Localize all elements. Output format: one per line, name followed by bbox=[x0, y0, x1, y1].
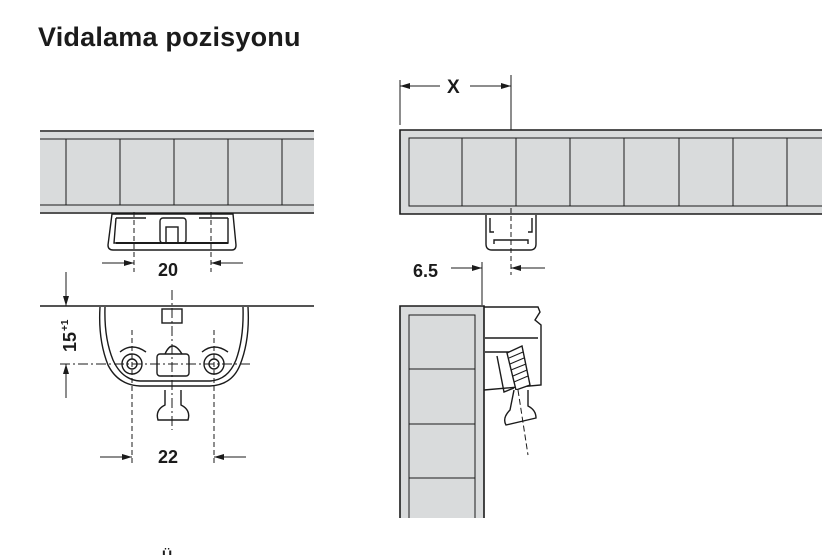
dimension-22-label: 22 bbox=[158, 447, 178, 467]
dimension-15-label: 15 bbox=[60, 332, 80, 352]
dimension-20 bbox=[102, 212, 243, 272]
right-panel-side bbox=[399, 129, 822, 215]
dimension-15-tolerance: +1 bbox=[60, 319, 71, 331]
dimension-x bbox=[399, 75, 512, 130]
left-panel-front bbox=[40, 130, 314, 214]
rail-profile-front bbox=[107, 213, 237, 251]
dimension-6-5 bbox=[451, 208, 545, 305]
dimension-20-label: 20 bbox=[158, 260, 178, 280]
dimension-x-label: X bbox=[447, 77, 460, 98]
dimension-22 bbox=[60, 290, 252, 465]
vertical-panel-side bbox=[399, 305, 485, 518]
bracket-side bbox=[483, 306, 542, 456]
page-title: Vidalama pozisyonu bbox=[38, 22, 301, 52]
footer-text-fragment: Ü bbox=[162, 547, 172, 555]
dimension-6-5-label: 6.5 bbox=[413, 261, 438, 281]
